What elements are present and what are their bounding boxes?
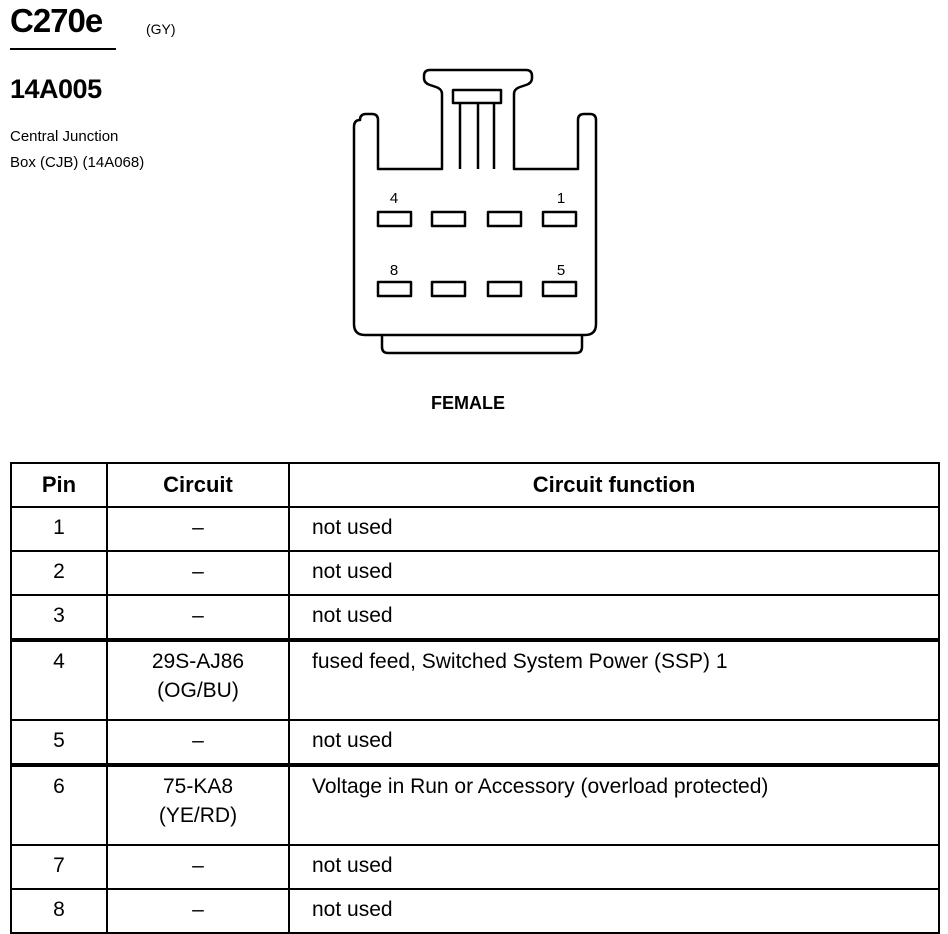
circuit-cell: 75-KA8 (YE/RD) — [106, 763, 290, 846]
part-number: 14A005 — [10, 74, 102, 104]
header-circuit: Circuit — [106, 462, 290, 508]
circuit-cell: – — [106, 719, 290, 766]
pin-table: Pin Circuit Circuit function 1 – not use… — [10, 462, 940, 934]
pin-cell: 1 — [10, 506, 108, 552]
pin-label-8: 8 — [390, 262, 398, 279]
table-row: 4 29S-AJ86 (OG/BU) fused feed, Switched … — [10, 638, 940, 721]
pin-cavity — [541, 280, 578, 298]
circuit-cell: – — [106, 844, 290, 890]
pin-cavity — [486, 210, 523, 228]
pin-label-1: 1 — [557, 190, 565, 207]
pin-cell: 2 — [10, 550, 108, 596]
connector-id: C270e — [10, 2, 103, 39]
function-cell: not used — [288, 506, 940, 552]
function-cell: not used — [288, 844, 940, 890]
function-cell: fused feed, Switched System Power (SSP) … — [288, 638, 940, 721]
header-pin: Pin — [10, 462, 108, 508]
pin-cell: 7 — [10, 844, 108, 890]
pin-cavity — [376, 210, 413, 228]
function-cell: not used — [288, 888, 940, 934]
connector-description-line-1: Central Junction — [10, 128, 119, 145]
pin-cell: 5 — [10, 719, 108, 766]
pin-cavity — [430, 210, 467, 228]
pin-cavity — [376, 280, 413, 298]
connector-color: (GY) — [146, 21, 176, 37]
pin-cavity — [486, 280, 523, 298]
header-circuit-function: Circuit function — [288, 462, 940, 508]
circuit-cell: – — [106, 594, 290, 641]
pin-label-5: 5 — [557, 262, 565, 279]
table-row: 1 – not used — [10, 506, 940, 552]
table-row: 3 – not used — [10, 594, 940, 641]
table-row: 5 – not used — [10, 719, 940, 766]
circuit-cell: 29S-AJ86 (OG/BU) — [106, 638, 290, 721]
pin-cavity — [541, 210, 578, 228]
circuit-cell: – — [106, 550, 290, 596]
table-row: 8 – not used — [10, 888, 940, 934]
connector-gender-label: FEMALE — [431, 393, 505, 413]
pin-cell: 4 — [10, 638, 108, 721]
function-cell: Voltage in Run or Accessory (overload pr… — [288, 763, 940, 846]
function-cell: not used — [288, 550, 940, 596]
connector-latch — [451, 88, 503, 105]
table-row: 2 – not used — [10, 550, 940, 596]
connector-face-drawing: 4 1 8 5 — [352, 68, 598, 355]
circuit-cell: – — [106, 888, 290, 934]
pin-label-4: 4 — [390, 190, 398, 207]
pin-cavity — [430, 280, 467, 298]
table-row: 6 75-KA8 (YE/RD) Voltage in Run or Acces… — [10, 763, 940, 846]
pin-cell: 6 — [10, 763, 108, 846]
table-row: 7 – not used — [10, 844, 940, 890]
pin-cell: 8 — [10, 888, 108, 934]
pin-cell: 3 — [10, 594, 108, 641]
connector-bottom-rail — [380, 335, 584, 355]
connector-housing — [352, 68, 598, 337]
function-cell: not used — [288, 719, 940, 766]
connector-description-line-2: Box (CJB) (14A068) — [10, 154, 145, 171]
function-cell: not used — [288, 594, 940, 641]
connector-id-underline — [10, 48, 116, 50]
table-header-row: Pin Circuit Circuit function — [10, 462, 940, 508]
circuit-cell: – — [106, 506, 290, 552]
